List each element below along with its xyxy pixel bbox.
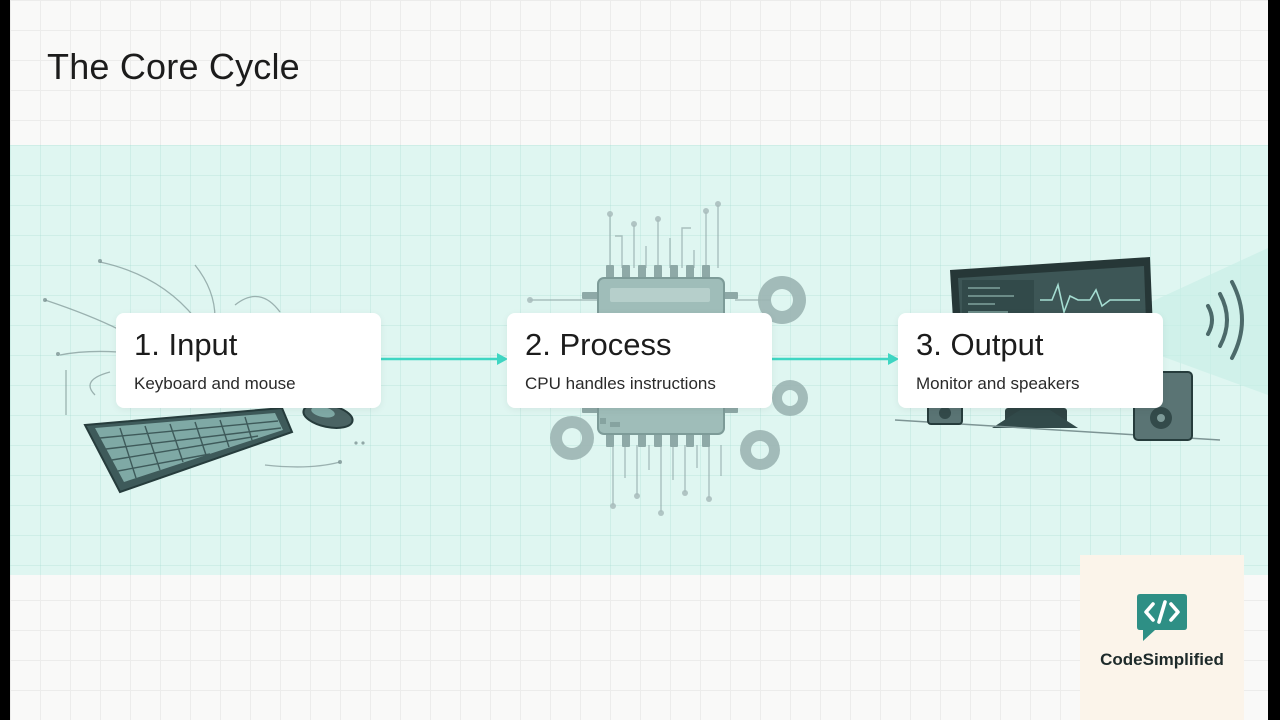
slide-title: The Core Cycle	[47, 46, 300, 87]
brand-name: CodeSimplified	[1100, 650, 1224, 669]
arrow-input-to-process	[380, 353, 508, 365]
step-output-card: 3. Output Monitor and speakers	[898, 313, 1163, 408]
step-output-title: 3. Output	[916, 327, 1044, 362]
step-input-card: 1. Input Keyboard and mouse	[116, 313, 381, 408]
step-process-card: 2. Process CPU handles instructions	[507, 313, 772, 408]
step-input-title: 1. Input	[134, 327, 238, 362]
arrow-process-to-output	[772, 353, 899, 365]
step-process-description: CPU handles instructions	[525, 374, 716, 393]
brand-logo: CodeSimplified	[1080, 555, 1244, 720]
code-brackets-icon	[1137, 594, 1187, 641]
slide: The Core Cycle	[10, 0, 1268, 720]
keyboard-mouse-icon	[43, 259, 365, 494]
step-process-title: 2. Process	[525, 327, 672, 362]
step-input-description: Keyboard and mouse	[134, 374, 296, 393]
step-output-description: Monitor and speakers	[916, 374, 1080, 393]
